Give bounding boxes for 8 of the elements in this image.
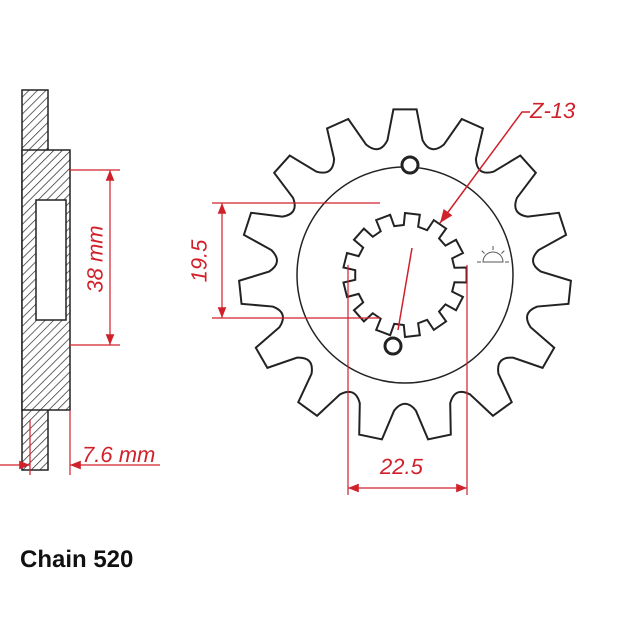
dimension-label: 22.5 xyxy=(380,456,423,478)
dimension-label: 7.6 mm xyxy=(82,444,156,466)
tooth-count-label: Z-13 xyxy=(530,100,576,122)
caption-text: Chain 520 xyxy=(20,548,134,572)
dimension-label: 38 mm xyxy=(84,225,107,293)
spline-hole xyxy=(342,212,468,338)
leader-line xyxy=(439,111,530,224)
dimension-label: 19.5 xyxy=(188,240,210,282)
